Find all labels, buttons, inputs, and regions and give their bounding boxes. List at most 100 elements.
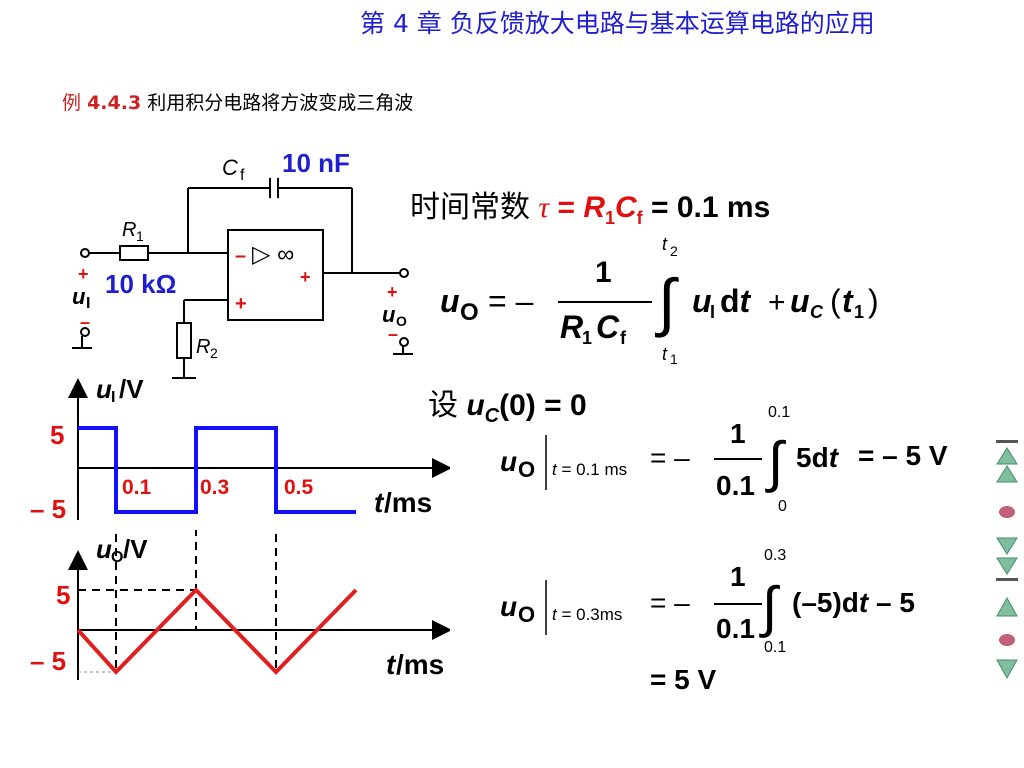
svg-text:∫: ∫ [759,575,780,638]
r1-sub: 1 [136,228,144,244]
uc-rest: (0) = 0 [499,389,587,422]
result-t03: = 5 V [650,664,717,695]
nav-home2-icon[interactable] [999,634,1015,646]
input-waveform-chart: u I /V 5 – 5 0.1 0.3 0.5 t /ms [30,374,450,524]
r1c-sub: 1 [604,208,615,228]
example-number: 4.4.3 [87,92,142,114]
output-plus: + [387,282,398,302]
time-constant-line: 时间常数 τ = R1Cf = 0.1 ms [410,182,770,229]
svg-text:1: 1 [854,302,864,322]
output-y-high: 5 [56,580,70,610]
svg-text:0.1: 0.1 [716,470,755,501]
svg-text:= –: = – [650,442,690,473]
svg-text:t = 0.1 ms: t = 0.1 ms [552,460,627,479]
output-minus: – [388,324,398,344]
opamp-plus-in: + [235,293,247,315]
svg-text:0.3: 0.3 [764,547,786,564]
input-minus: – [80,312,90,332]
cf-sub: f [240,167,245,184]
svg-text:0.1: 0.1 [716,613,755,644]
svg-text:R: R [560,309,583,345]
svg-text:1: 1 [730,418,746,449]
output-x-unit: /ms [396,649,444,680]
svg-text:5dt: 5dt [796,442,840,473]
r1-value: 10 kΩ [105,269,176,299]
svg-text:u: u [440,283,460,319]
svg-text:u: u [500,591,517,622]
svg-text:(: ( [830,283,841,319]
cf-sub-eq: f [636,208,643,228]
svg-text:I: I [710,302,715,322]
result-t01: = – 5 V [858,440,948,471]
r2-label: R [196,336,210,358]
uc-sub: C [484,405,500,427]
uo-label: u [382,302,396,327]
nav-home-icon[interactable] [999,506,1015,518]
opamp-plus-out: + [300,267,311,287]
svg-text:O: O [518,602,535,627]
set-text: 设 [428,388,458,423]
equation-t03: u O t = 0.3ms = – 1 0.1 ∫ 0.3 0.1 (–5)dt… [500,547,915,656]
r1-label: R [122,219,136,241]
time-constant-text: 时间常数 [410,190,530,225]
svg-text:2: 2 [670,243,678,259]
svg-text:0: 0 [778,498,787,515]
output-waveform-chart: u O /V 5 – 5 t /ms [30,530,450,680]
input-y-label: u [96,374,112,404]
input-x-label: t [374,487,385,518]
input-x-unit: /ms [384,487,432,518]
svg-text:t: t [842,283,854,319]
svg-text:∫: ∫ [654,266,679,338]
nav-last-icon[interactable] [996,659,1018,680]
svg-text:C: C [596,309,620,345]
svg-text:0.1: 0.1 [768,404,790,421]
output-y-unit: /V [123,534,148,564]
output-y-label: u [96,534,112,564]
input-plus: + [78,264,89,284]
nav-next-icon[interactable] [996,537,1018,581]
example-text: 利用积分电路将方波变成三角波 [147,92,414,114]
svg-text:t = 0.3ms: t = 0.3ms [552,605,622,624]
svg-text:C: C [810,302,824,322]
svg-text:dt: dt [720,283,752,319]
svg-text:0.1: 0.1 [764,639,786,656]
svg-text:t: t [662,344,668,364]
uo-sub: O [396,313,407,329]
svg-text:+: + [768,286,786,319]
svg-text:1: 1 [730,561,746,592]
r2-sub: 2 [210,345,218,361]
integrator-circuit: C f 10 nF R 1 10 kΩ R 2 – + + ▷ ∞ + u I … [72,148,413,379]
nav-prev-icon[interactable] [996,596,1018,617]
svg-text:u: u [500,446,517,477]
uc-symbol: u [466,389,485,422]
input-tick-01: 0.1 [122,476,152,499]
svg-text:): ) [868,283,879,319]
svg-text:u: u [692,283,712,319]
integral-equation: u O = – 1 R 1 C f ∫ t 2 t 1 u I dt + u C… [440,234,879,367]
svg-text:1: 1 [582,328,592,348]
input-tick-05: 0.5 [284,476,314,499]
input-y-sub: I [111,389,115,406]
ui-label: u [72,284,86,309]
output-y-sub: O [111,549,123,566]
svg-text:= –: = – [488,283,534,319]
input-y-unit: /V [119,374,144,404]
r1c-r: R [583,191,605,224]
output-x-label: t [386,649,397,680]
svg-text:O: O [518,457,535,482]
svg-text:t: t [662,234,668,254]
r1c-c: C [615,191,637,224]
svg-text:1: 1 [670,351,678,367]
nav-first-icon[interactable] [996,440,1018,483]
input-y-low: – 5 [30,494,66,524]
chapter-title: 第 4 章 负反馈放大电路与基本运算电路的应用 [360,9,875,38]
input-y-high: 5 [50,420,64,450]
input-tick-03: 0.3 [200,476,229,499]
initial-condition: 设 uC(0) = 0 [428,380,587,428]
triangle-wave [76,587,358,675]
cf-value: 10 nF [282,148,350,178]
example-prefix: 例 [62,92,82,114]
svg-text:1: 1 [595,256,612,289]
equation-t01: u O t = 0.1 ms = – 1 0.1 ∫ 0.1 0 5dt [500,404,840,515]
svg-text:O: O [460,299,479,326]
